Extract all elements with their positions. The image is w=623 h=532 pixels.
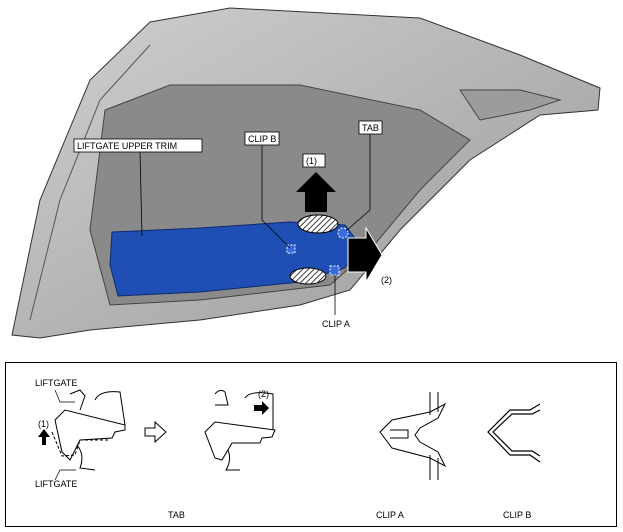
arrow-right-small-icon (254, 401, 269, 415)
clip-a-marker (329, 265, 340, 276)
label-liftgate-top: LIFTGATE (35, 378, 77, 388)
label-detail-step-1: (1) (38, 419, 49, 429)
label-detail-step-2: (2) (258, 389, 269, 399)
clip-hole-upper (297, 214, 339, 234)
tab-marker (337, 227, 349, 239)
label-step-2: (2) (381, 275, 392, 285)
tab-detail-before (51, 389, 126, 471)
liftgate-illustration (11, 7, 601, 339)
clip-hole-lower (289, 267, 327, 285)
label-liftgate-upper-trim: LIFTGATE UPPER TRIM (77, 141, 177, 151)
arrow-up-icon (296, 172, 336, 212)
label-step-1: (1) (306, 156, 317, 166)
label-clip-a: CLIP A (322, 319, 350, 329)
label-liftgate-bottom: LIFTGATE (35, 479, 77, 489)
clip-b-marker (286, 244, 296, 254)
clip-a-illustration (379, 392, 447, 480)
label-detail-clip-a: CLIP A (376, 510, 404, 520)
next-step-arrow-icon (144, 420, 167, 444)
tab-detail-after (204, 389, 276, 471)
detail-panel (5, 362, 617, 527)
clip-b-illustration (487, 403, 541, 463)
label-tab: TAB (362, 123, 379, 133)
label-detail-clip-b: CLIP B (503, 510, 531, 520)
arrow-up-small-icon (38, 429, 50, 445)
label-detail-tab: TAB (168, 510, 185, 520)
label-clip-b: CLIP B (248, 134, 276, 144)
arrow-right-icon (347, 226, 383, 284)
